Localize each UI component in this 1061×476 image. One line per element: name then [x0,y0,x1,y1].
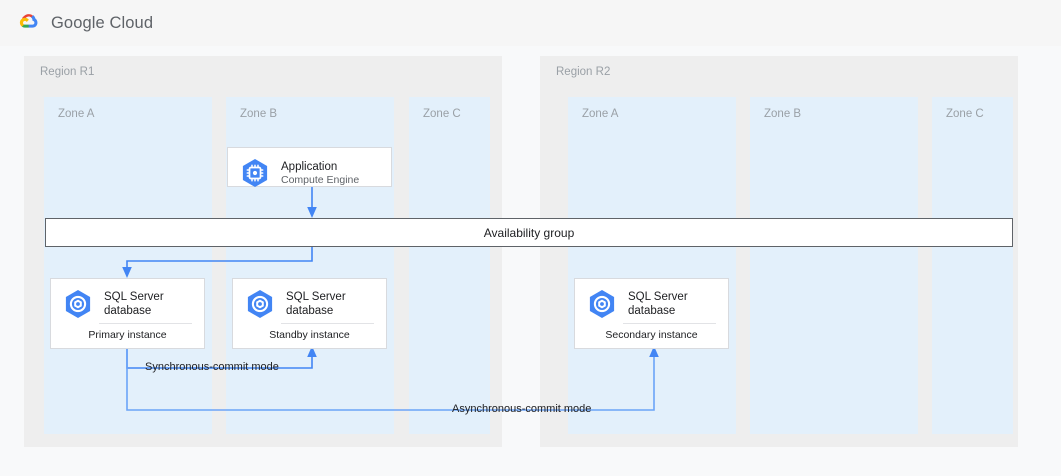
node-secondary-db-title-2: database [628,305,676,317]
node-standby-db-footer: Standby instance [269,329,350,341]
node-standby-db[interactable]: SQL Server database Standby instance [232,278,387,349]
node-secondary-db[interactable]: SQL Server database Secondary instance [574,278,729,349]
region-r2-zone-c-label: Zone C [946,108,984,120]
node-primary-db[interactable]: SQL Server database Primary instance [50,278,205,349]
sql-server-database-icon [247,290,273,318]
region-r1-zone-b-label: Zone B [240,108,278,120]
node-primary-db-footer: Primary instance [88,329,167,341]
region-r2-zone-a-label: Zone A [582,108,619,120]
node-standby-db-title-2: database [286,305,334,317]
brand-cloud: Cloud [109,13,154,32]
sql-server-database-icon [65,290,91,318]
brand-text: Google Cloud [51,14,153,33]
node-standby-db-title-1: SQL Server [286,291,346,303]
region-r2-label: Region R2 [556,66,611,78]
node-secondary-db-footer: Secondary instance [605,329,698,341]
node-application-title: Application [281,160,338,173]
node-secondary-db-title-1: SQL Server [628,291,688,303]
region-r1-zone-c-label: Zone C [423,108,461,120]
region-r1-zone-a-label: Zone A [58,108,95,120]
region-r1-label: Region R1 [40,66,95,78]
sql-server-database-icon [589,290,615,318]
google-cloud-logo-icon [19,14,38,28]
edge-label-asynchronous-commit: Asynchronous-commit mode [452,403,592,415]
brand-google: Google [51,13,105,32]
region-r2-zone-b-label: Zone B [764,108,802,120]
node-application[interactable]: Application Compute Engine [227,147,392,187]
edge-label-synchronous-commit: Synchronous-commit mode [145,361,279,373]
availability-group-bar[interactable]: Availability group [45,218,1013,247]
region-r1-zone-c: Zone C [409,97,490,434]
availability-group-label: Availability group [483,225,575,240]
region-r1-zone-a: Zone A [44,97,212,434]
region-r2-zone-b: Zone B [750,97,918,434]
node-primary-db-title-2: database [104,305,152,317]
diagram-stage: Region R1 Zone A Zone B Zone C Region R2… [0,46,1061,476]
node-primary-db-title-1: SQL Server [104,291,164,303]
brand: Google Cloud [14,9,153,37]
node-primary-db-divider [99,323,192,324]
header-bar: Google Cloud [0,0,1061,46]
node-secondary-db-divider [623,323,716,324]
region-r2-zone-c: Zone C [932,97,1013,434]
node-standby-db-divider [281,323,374,324]
compute-engine-icon [242,159,268,187]
node-application-subtitle: Compute Engine [281,173,360,186]
region-r2-zone-a: Zone A [568,97,736,434]
